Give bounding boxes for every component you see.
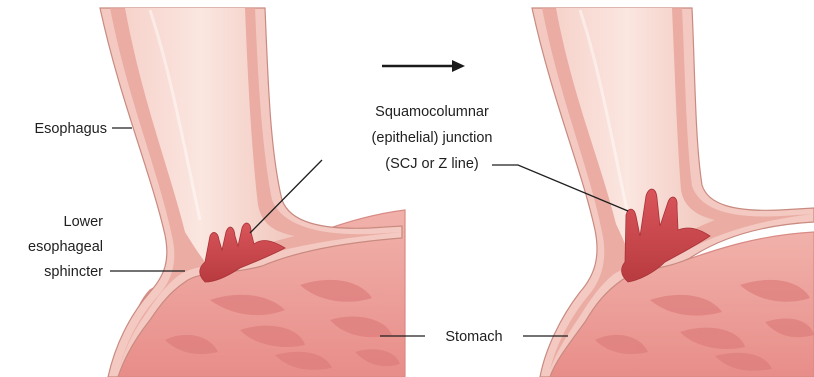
label-scj-line3: (SCJ or Z line) [385,156,478,172]
right-panel-displaced-junction [532,8,814,377]
left-panel-normal-anatomy [100,8,405,377]
label-les-line2: esophageal [28,239,103,255]
transition-arrow [382,60,465,72]
label-stomach: Stomach [445,329,502,345]
label-les-line1: Lower [64,214,104,230]
label-esophagus: Esophagus [34,121,107,137]
label-les-line3: sphincter [44,264,103,280]
label-scj-line1: Squamocolumnar [375,104,489,120]
label-scj-line2: (epithelial) junction [372,130,493,146]
